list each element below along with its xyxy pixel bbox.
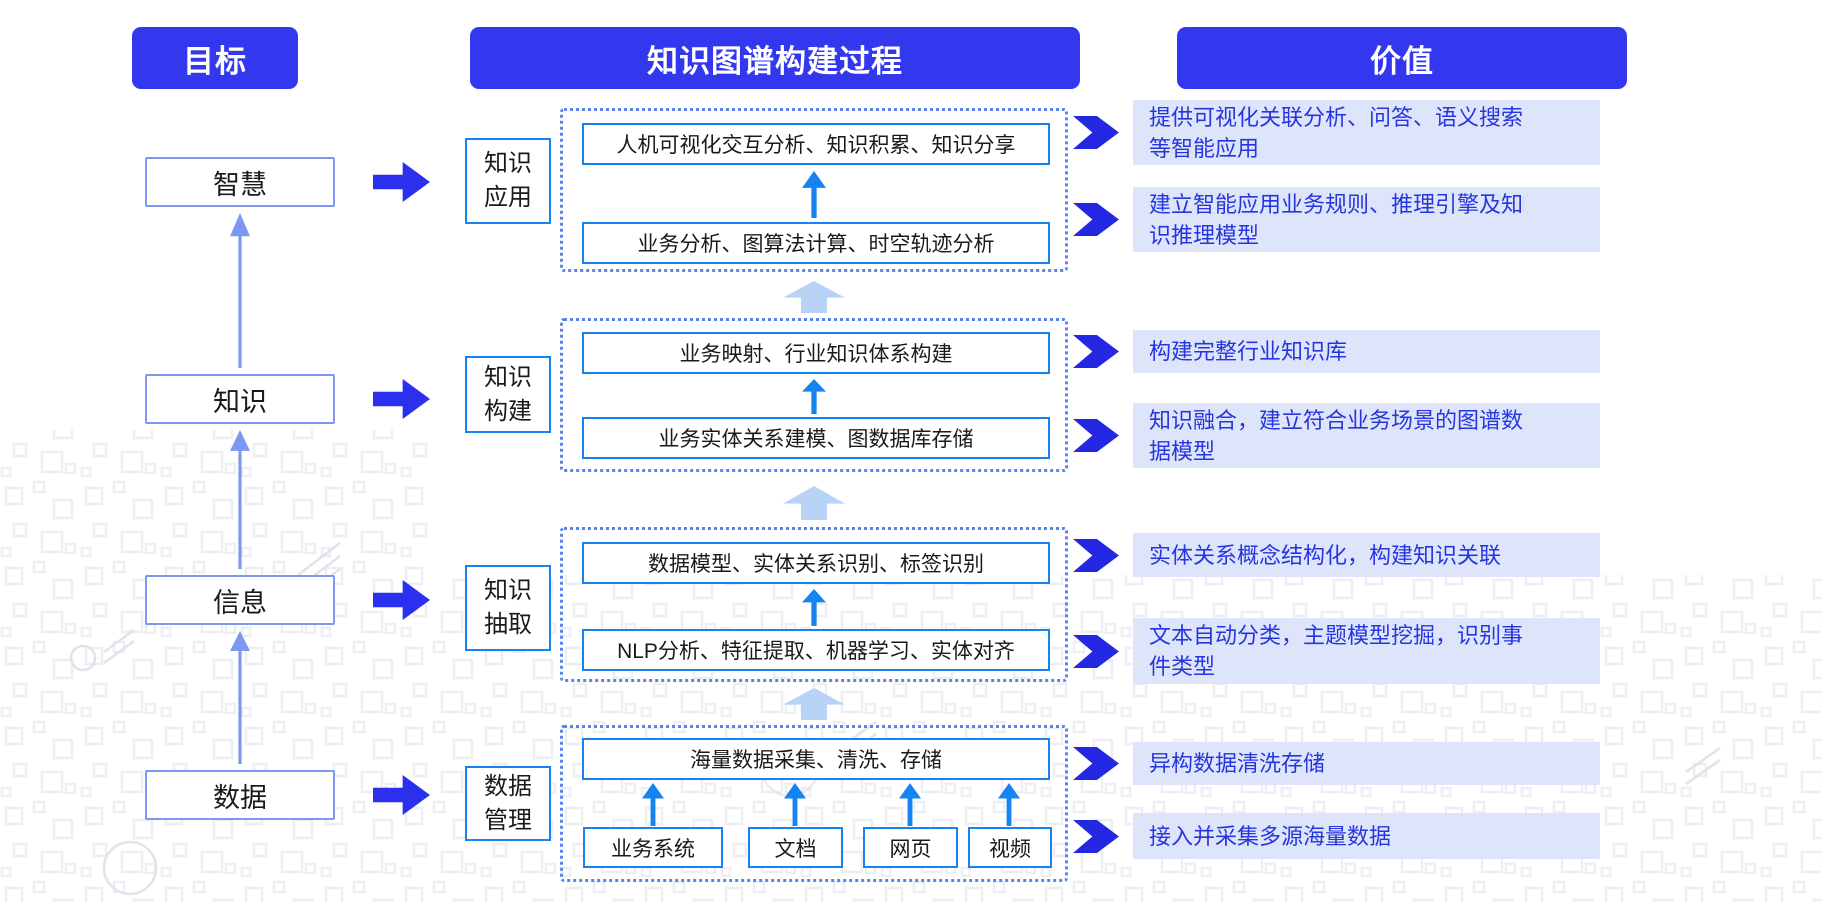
stage-label-line: 应用 xyxy=(484,184,532,211)
process-box: 业务实体关系建模、图数据库存储 xyxy=(582,417,1050,459)
source-box-document: 文档 xyxy=(748,827,843,868)
up-arrow-icon xyxy=(230,430,250,569)
value-text: 建立智能应用业务规则、推理引擎及知识推理模型 xyxy=(1149,191,1524,248)
stage-label-data-management: 数据 管理 xyxy=(465,766,551,841)
value-text: 知识融合，建立符合业务场景的图谱数据模型 xyxy=(1149,407,1524,464)
value-text: 构建完整行业知识库 xyxy=(1149,339,1348,364)
value-text: 实体关系概念结构化，构建知识关联 xyxy=(1149,542,1502,568)
value-text: 接入并采集多源海量数据 xyxy=(1149,823,1392,849)
stage-label-line: 知识 xyxy=(484,150,532,178)
value-item: 异构数据清洗存储 xyxy=(1133,742,1600,785)
process-box: 海量数据采集、清洗、存储 xyxy=(582,738,1050,780)
value-text: 文本自动分类，主题模型挖掘，识别事件类型 xyxy=(1149,623,1524,679)
stage-container-data-management xyxy=(560,725,1068,882)
process-box: 业务映射、行业知识体系构建 xyxy=(582,332,1050,374)
stage-label-line: 知识 xyxy=(484,577,532,605)
right-arrow-icon xyxy=(373,379,430,419)
stage-container-knowledge-extraction xyxy=(560,527,1068,682)
goal-box-wisdom: 智慧 xyxy=(145,157,335,207)
process-box: 业务分析、图算法计算、时空轨迹分析 xyxy=(582,222,1050,264)
source-box-webpage: 网页 xyxy=(863,827,958,868)
stage-label-line: 管理 xyxy=(484,806,532,834)
goal-box-information: 信息 xyxy=(145,575,335,625)
value-column-header: 价值 xyxy=(1177,27,1627,89)
right-arrow-icon xyxy=(373,162,430,202)
stage-label-line: 数据 xyxy=(484,772,532,800)
stage-up-arrow-icon xyxy=(783,688,845,720)
goal-box-data: 数据 xyxy=(145,770,335,820)
source-box-video: 视频 xyxy=(968,827,1052,868)
stage-label-knowledge-application: 知识 应用 xyxy=(465,138,551,224)
right-arrow-icon xyxy=(373,775,430,815)
value-item: 构建完整行业知识库 xyxy=(1133,330,1600,373)
source-box-business-system: 业务系统 xyxy=(583,827,723,868)
goal-box-knowledge: 知识 xyxy=(145,374,335,424)
value-text: 提供可视化关联分析、问答、语义搜索等智能应用 xyxy=(1149,104,1524,161)
stage-label-line: 知识 xyxy=(484,363,532,391)
stage-up-arrow-icon xyxy=(783,281,845,313)
up-arrow-icon xyxy=(230,213,250,368)
stage-label-knowledge-construction: 知识 构建 xyxy=(465,356,551,433)
chevron-right-icon xyxy=(1073,116,1119,149)
value-item: 文本自动分类，主题模型挖掘，识别事件类型 xyxy=(1133,618,1600,684)
process-box: 人机可视化交互分析、知识积累、知识分享 xyxy=(582,123,1050,165)
stage-label-knowledge-extraction: 知识 抽取 xyxy=(465,565,551,651)
chevron-right-icon xyxy=(1073,203,1119,236)
value-item: 建立智能应用业务规则、推理引擎及知识推理模型 xyxy=(1133,187,1600,252)
stage-container-knowledge-construction xyxy=(560,318,1068,472)
value-text: 异构数据清洗存储 xyxy=(1149,751,1326,776)
chevron-right-icon xyxy=(1073,747,1119,780)
stage-label-line: 抽取 xyxy=(484,611,532,638)
chevron-right-icon xyxy=(1073,635,1119,668)
value-item: 知识融合，建立符合业务场景的图谱数据模型 xyxy=(1133,403,1600,468)
right-arrow-icon xyxy=(373,580,430,620)
chevron-right-icon xyxy=(1073,335,1119,368)
chevron-right-icon xyxy=(1073,820,1119,853)
stage-container-knowledge-application xyxy=(560,108,1068,272)
chevron-right-icon xyxy=(1073,539,1119,572)
process-box: 数据模型、实体关系识别、标签识别 xyxy=(582,542,1050,584)
value-item: 实体关系概念结构化，构建知识关联 xyxy=(1133,533,1600,577)
chevron-right-icon xyxy=(1073,419,1119,452)
stage-up-arrow-icon xyxy=(783,486,845,520)
value-item: 提供可视化关联分析、问答、语义搜索等智能应用 xyxy=(1133,100,1600,165)
process-column-header: 知识图谱构建过程 xyxy=(470,27,1080,89)
value-item: 接入并采集多源海量数据 xyxy=(1133,813,1600,859)
goal-column-header: 目标 xyxy=(132,27,298,89)
process-box: NLP分析、特征提取、机器学习、实体对齐 xyxy=(582,629,1050,671)
up-arrow-icon xyxy=(230,631,250,764)
stage-label-line: 构建 xyxy=(484,397,532,425)
